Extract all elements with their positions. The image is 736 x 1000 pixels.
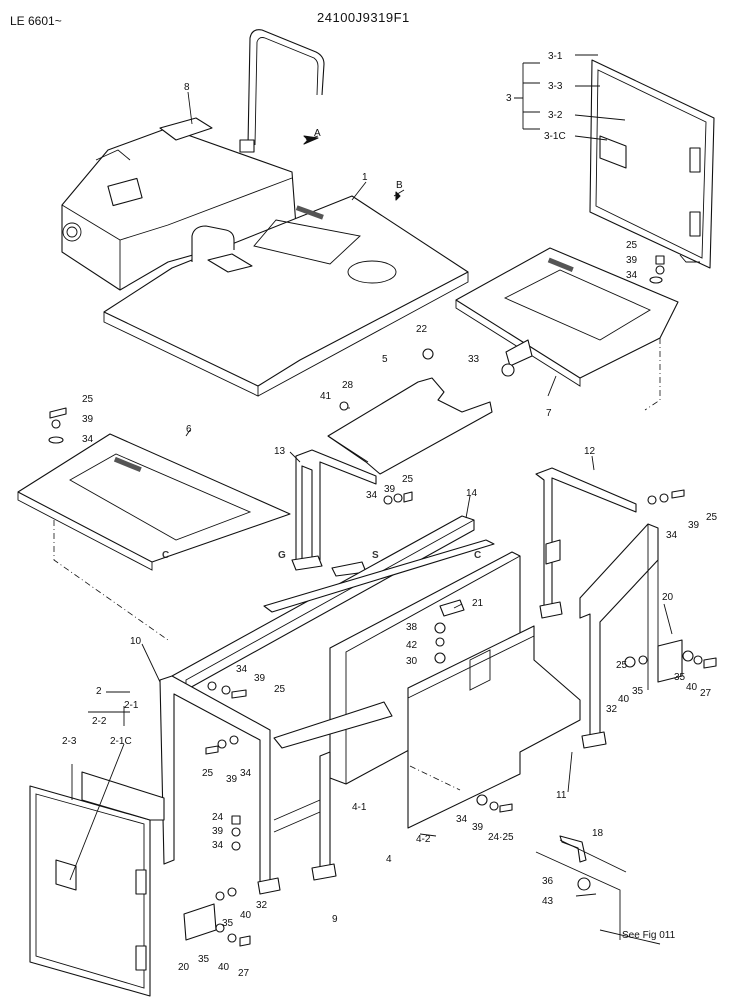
callout-36: 36 (542, 876, 554, 887)
callout-2-3: 2-3 (62, 736, 77, 747)
callout-8: 8 (184, 82, 190, 93)
callout-21: 21 (472, 598, 484, 609)
callout-42: 42 (406, 640, 418, 651)
callout-12: 12 (584, 446, 596, 457)
callout-25-b: 25 (82, 394, 94, 405)
fasteners (48, 255, 685, 947)
callout-5: 5 (382, 354, 388, 365)
arrow-label-b: B (396, 180, 403, 191)
callout-40-d: 40 (218, 962, 230, 973)
side-door-right (589, 59, 715, 269)
callout-2-2: 2-2 (92, 716, 107, 727)
callout-25-e: 25 (616, 660, 628, 671)
callout-39-g: 39 (212, 826, 224, 837)
callout-3-3: 3-3 (548, 81, 563, 92)
callout-20-b: 20 (178, 962, 190, 973)
frame-left-upper (291, 449, 377, 577)
callout-18: 18 (592, 828, 604, 839)
callout-22: 22 (416, 324, 428, 335)
serial-label: LE 6601~ (10, 14, 62, 28)
handle-detail (535, 835, 661, 945)
callout-32-a: 32 (606, 704, 618, 715)
callout-35-b: 35 (632, 686, 644, 697)
callout-7: 7 (546, 408, 552, 419)
callout-34-a: 34 (626, 270, 638, 281)
callout-35-d: 35 (198, 954, 210, 965)
callout-9: 9 (332, 914, 338, 925)
callout-34-b: 34 (82, 434, 94, 445)
callout-2: 2 (96, 686, 102, 697)
hinge-right (624, 639, 717, 683)
callout-24-a: 24 (212, 812, 224, 823)
right-top-cover (455, 247, 679, 411)
callout-39-a: 39 (626, 255, 638, 266)
callout-30: 30 (406, 656, 418, 667)
callout-2-1: 2-1 (124, 700, 139, 711)
mounting-bracket (327, 348, 493, 475)
callout-34-e: 34 (236, 664, 248, 675)
view-arrows (303, 135, 405, 201)
callout-3-1c: 3-1C (544, 131, 566, 142)
callout-33: 33 (468, 354, 480, 365)
callout-32-b: 32 (256, 900, 268, 911)
callout-6: 6 (186, 424, 192, 435)
left-top-cover (17, 433, 291, 641)
callout-34-h: 34 (456, 814, 468, 825)
callout-39-h: 39 (472, 822, 484, 833)
callout-39-e: 39 (254, 673, 266, 684)
arrow-label-a: A (314, 128, 321, 139)
callout-39-c: 39 (384, 484, 396, 495)
callout-3: 3 (506, 93, 512, 104)
callout-40-c: 40 (240, 910, 252, 921)
callout-40-b: 40 (618, 694, 630, 705)
callout-34-d: 34 (666, 530, 678, 541)
callout-35-a: 35 (674, 672, 686, 683)
callout-25-d: 25 (706, 512, 718, 523)
callout-4-2: 4-2 (416, 834, 431, 845)
front-frame (159, 675, 393, 895)
callout-2-1c: 2-1C (110, 736, 132, 747)
callout-24-25: 24·25 (488, 832, 514, 843)
callout-28: 28 (342, 380, 354, 391)
callout-20-a: 20 (662, 592, 674, 603)
callout-34-f: 34 (240, 768, 252, 779)
callout-14: 14 (466, 488, 478, 499)
callout-1: 1 (362, 172, 368, 183)
callout-43: 43 (542, 896, 554, 907)
callout-10: 10 (130, 636, 142, 647)
callout-38: 38 (406, 622, 418, 633)
callout-25-f: 25 (274, 684, 286, 695)
callout-39-f: 39 (226, 774, 238, 785)
callout-34-c: 34 (366, 490, 378, 501)
leader-lines (69, 54, 673, 881)
callout-4-1: 4-1 (352, 802, 367, 813)
frame-right-rear (579, 523, 659, 749)
callout-34-g: 34 (212, 840, 224, 851)
callout-25-c: 25 (402, 474, 414, 485)
top-cover-panel (103, 195, 469, 397)
callout-35-c: 35 (222, 918, 234, 929)
part-number-title: 24100J9319F1 (317, 10, 410, 25)
callout-39-b: 39 (82, 414, 94, 425)
callout-27-b: 27 (238, 968, 250, 979)
callout-41: 41 (320, 391, 332, 402)
callout-40-a: 40 (686, 682, 698, 693)
callout-25-g: 25 (202, 768, 214, 779)
callout-4: 4 (386, 854, 392, 865)
callout-39-d: 39 (688, 520, 700, 531)
callout-27-a: 27 (700, 688, 712, 699)
rear-panel-4-2 (407, 625, 581, 829)
callout-3-1: 3-1 (548, 51, 563, 62)
callout-11: 11 (556, 790, 567, 801)
frame-right-upper (535, 467, 637, 619)
callout-3-2: 3-2 (548, 110, 563, 121)
callout-25-a: 25 (626, 240, 638, 251)
callout-13: 13 (274, 446, 286, 457)
see-figure-note: See Fig 011 (622, 930, 676, 941)
